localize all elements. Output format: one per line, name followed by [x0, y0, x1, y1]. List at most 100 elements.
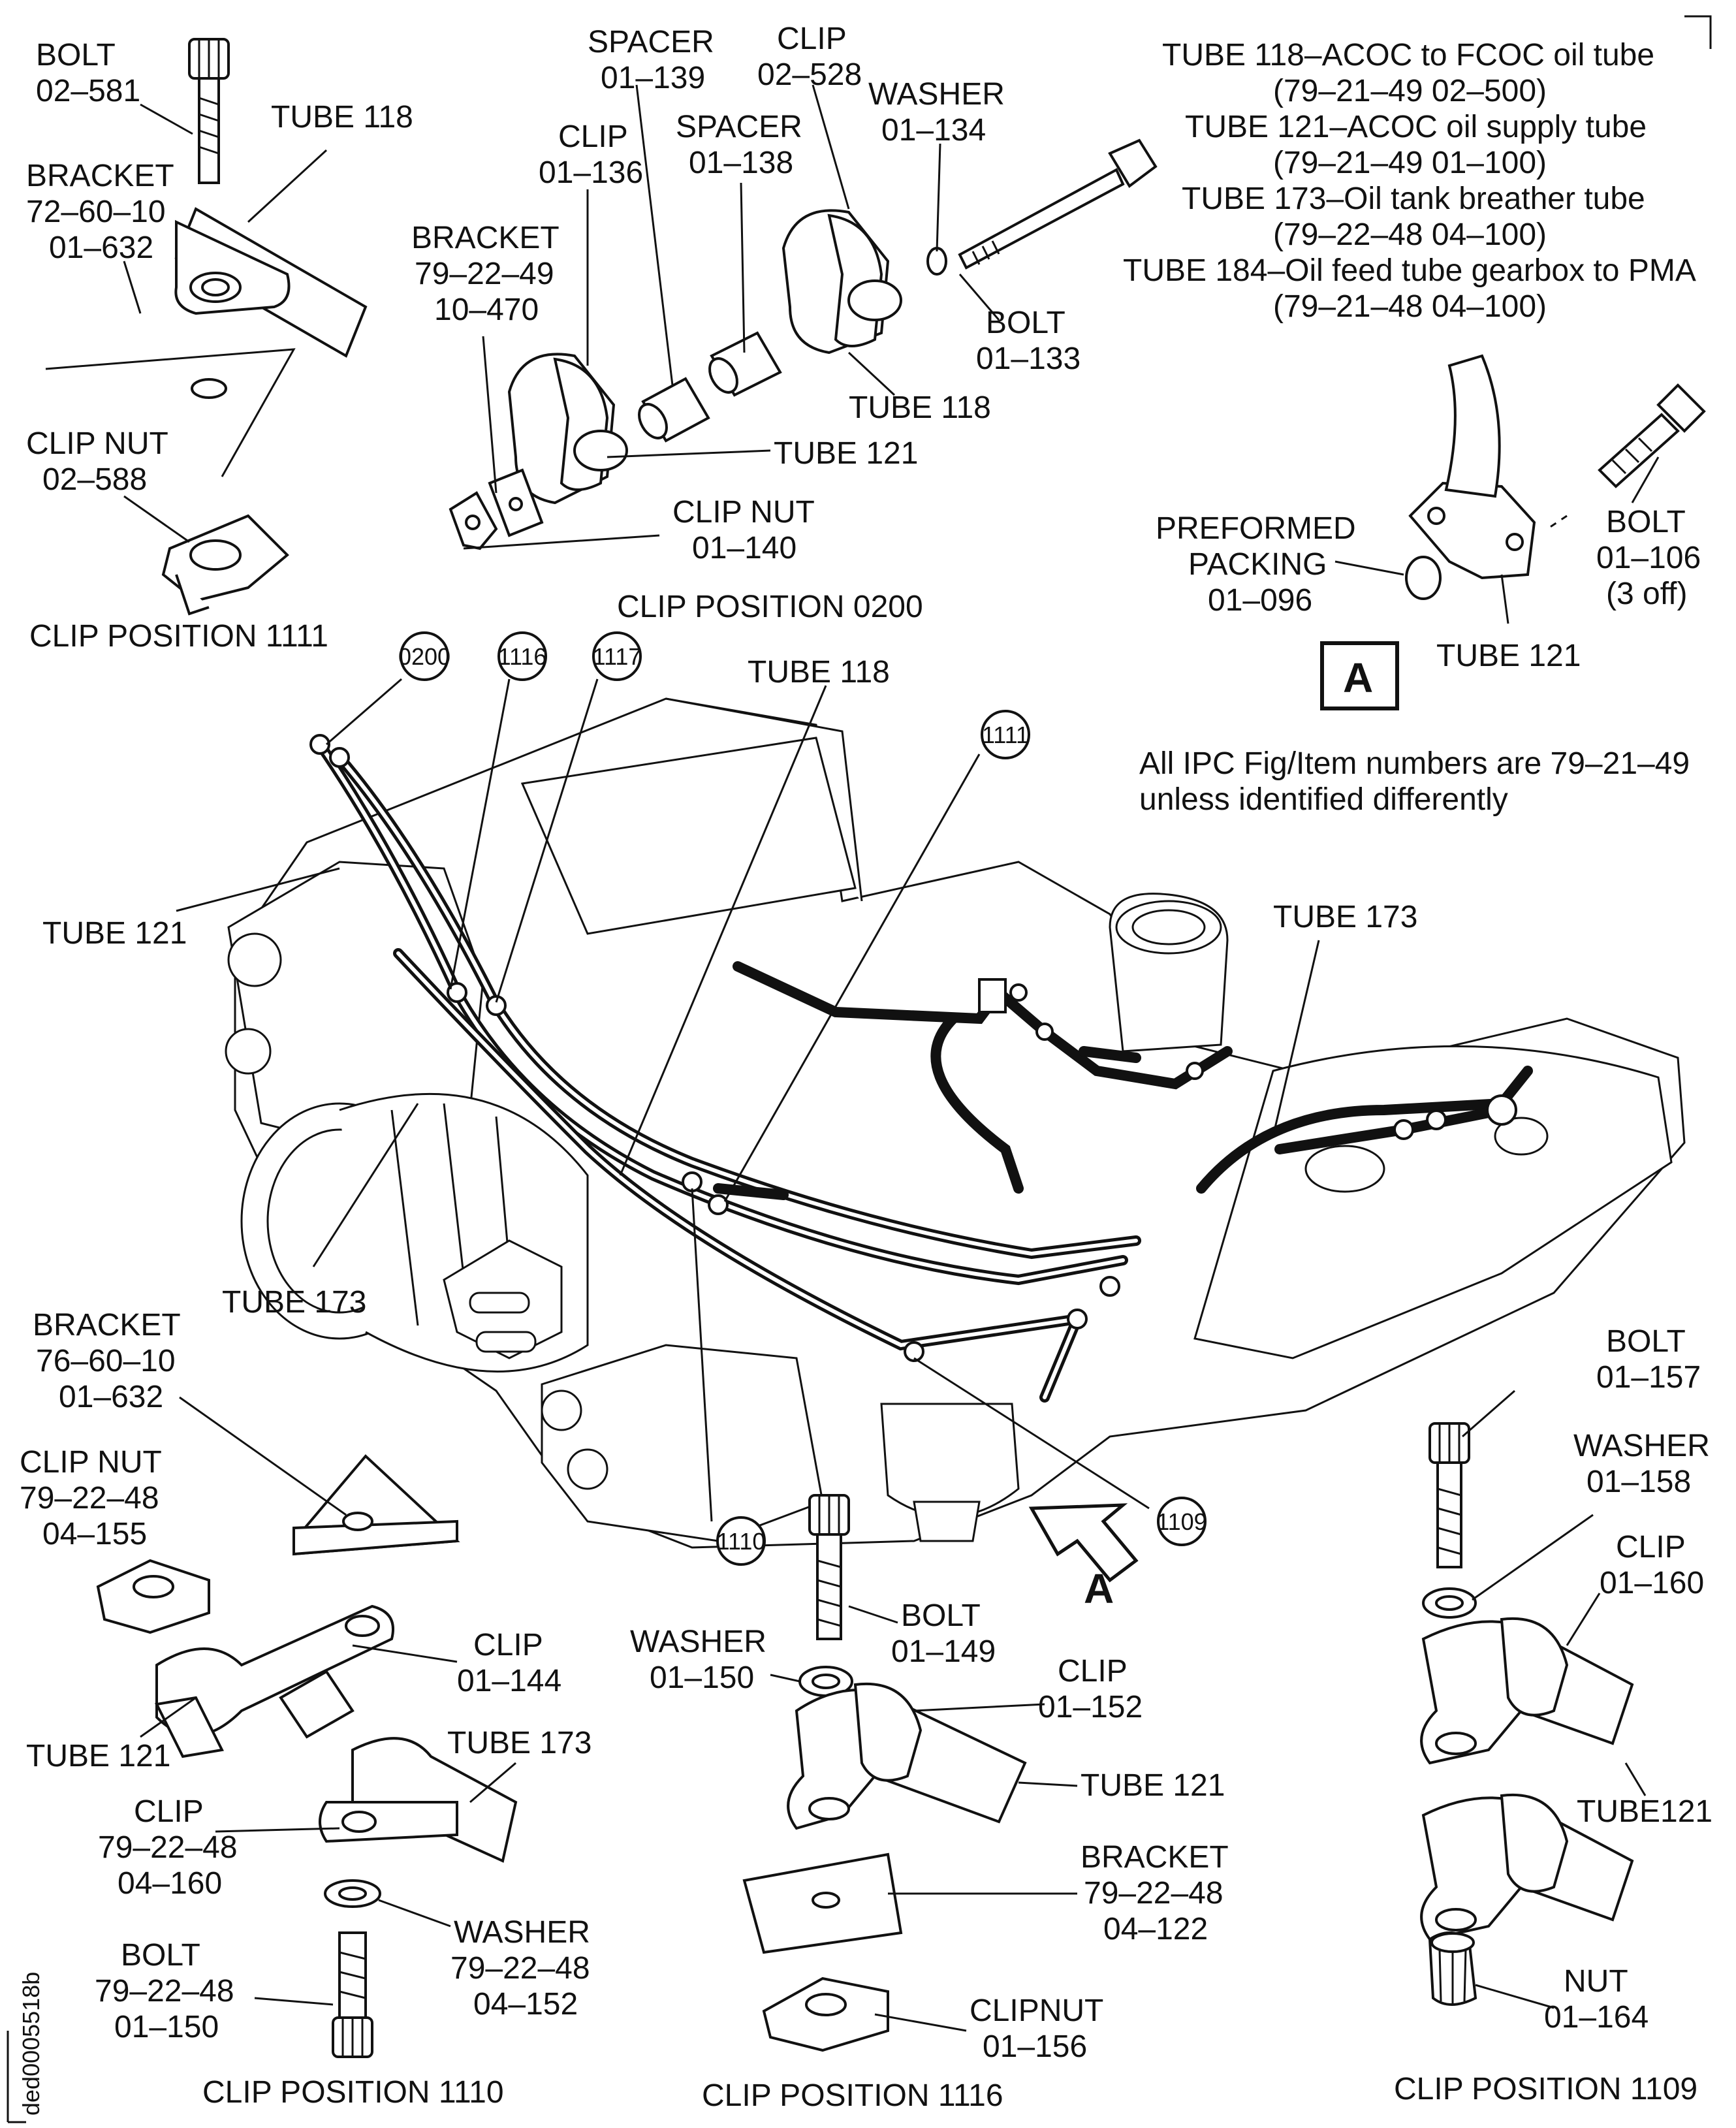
clip-144-label-2: 01–144 — [457, 1664, 561, 1698]
bolt-133-label-1: BOLT — [986, 306, 1065, 340]
tube-121-bc-label: TUBE 121 — [1081, 1768, 1225, 1803]
preformed-label-3: 01–096 — [1208, 583, 1312, 618]
callout-1109-text: 1109 — [1156, 1508, 1207, 1535]
clip-160-label-2: 79–22–48 — [98, 1830, 238, 1865]
view-a-box-label: A — [1343, 654, 1373, 701]
bolt-01-150-1110 — [332, 1931, 373, 2058]
clip-position-1111-group: BOLT 02–581 TUBE 118 BRACKET 72–60–10 01… — [26, 38, 413, 654]
tube-list-line-6: (79–22–48 04–100) — [1273, 217, 1547, 252]
clip-152-label-2: 01–152 — [1038, 1690, 1143, 1724]
tube-121-bl-label: TUBE 121 — [26, 1739, 170, 1773]
clip-01-152-assembly — [787, 1682, 1027, 1830]
view-a-arrow: A — [1028, 1503, 1139, 1612]
bolt-106-label-3: (3 off) — [1606, 577, 1688, 611]
washer-134-label-2: 01–134 — [881, 113, 986, 148]
tube-173-clip-1110 — [319, 1737, 518, 1863]
bracket-79-22-49-label-2: 79–22–49 — [415, 257, 554, 291]
clip-160-br-label-1: CLIP — [1616, 1530, 1686, 1564]
callout-0200-text: 0200 — [398, 643, 450, 670]
bolt-02-581 — [188, 38, 230, 184]
nut-164-label-1: NUT — [1564, 1964, 1628, 1999]
caption-clip-position-1111: CLIP POSITION 1111 — [29, 619, 328, 654]
bracket-72-60-10 — [45, 348, 296, 477]
washer-01-150 — [798, 1666, 853, 1697]
bolt-106-label-2: 01–106 — [1596, 541, 1701, 575]
bracket-122-label-1: BRACKET — [1081, 1840, 1229, 1875]
callout-1116-text: 1116 — [498, 643, 547, 670]
clip-144-label-1: CLIP — [473, 1628, 543, 1662]
view-a-group: A PREFORMED PACKING 01–096 BOLT 01–106 (… — [1139, 354, 1706, 817]
washer-01-158 — [1422, 1587, 1477, 1619]
clip-nut-140-label-1: CLIP NUT — [672, 495, 815, 530]
washer-01-134 — [926, 247, 947, 276]
tube-list-line-4: (79–21–49 01–100) — [1273, 146, 1547, 180]
clip-nut-02-588 — [161, 514, 289, 616]
spacer-139-label-1: SPACER — [588, 25, 714, 59]
clip-02-528 — [781, 209, 902, 355]
ipc-note-1: All IPC Fig/Item numbers are 79–21–49 — [1139, 746, 1690, 781]
clip-528-label-1: CLIP — [777, 22, 847, 56]
tube-118-main-label: TUBE 118 — [748, 655, 890, 690]
clip-01-136 — [507, 353, 628, 505]
view-a-arrow-label: A — [1084, 1565, 1114, 1612]
bracket-122-label-2: 79–22–48 — [1084, 1876, 1223, 1911]
caption-clip-position-0200: CLIP POSITION 0200 — [617, 590, 923, 624]
bracket-label-2: 72–60–10 — [26, 195, 166, 229]
bracket-76-label-3: 01–632 — [59, 1380, 163, 1414]
tube-121-clip-1110 — [155, 1604, 394, 1758]
clip-160-br-label-2: 01–160 — [1600, 1566, 1704, 1600]
clip-nut-155-label-2: 79–22–48 — [20, 1481, 159, 1516]
washer-158-label-2: 01–158 — [1586, 1465, 1691, 1499]
tube-121-clip-1109-lower — [1420, 1793, 1634, 1941]
tube-121-main-label: TUBE 121 — [42, 916, 187, 951]
bracket-79-22-49-label-3: 10–470 — [434, 293, 539, 327]
bracket-label-3: 01–632 — [49, 230, 153, 265]
clip-position-1110-group: BRACKET 76–60–10 01–632 CLIP NUT 79–22–4… — [20, 1308, 592, 2110]
caption-clip-position-1109: CLIP POSITION 1109 — [1394, 2072, 1697, 2106]
tube-list-line-1: TUBE 118–ACOC to FCOC oil tube — [1162, 38, 1654, 72]
callout-1117: 1117 — [592, 631, 642, 681]
view-a-box — [1320, 641, 1399, 710]
tube-list-line-5: TUBE 173–Oil tank breather tube — [1182, 182, 1645, 216]
caption-clip-position-1116: CLIP POSITION 1116 — [702, 2078, 1003, 2113]
nut-01-164 — [1428, 1931, 1477, 2006]
tube-list-line-3: TUBE 121–ACOC oil supply tube — [1185, 110, 1647, 144]
clipnut-156-label-1: CLIPNUT — [970, 1993, 1103, 2028]
tube-121-label-tc: TUBE 121 — [774, 436, 918, 471]
clip-nut-155-label-3: 04–155 — [42, 1517, 147, 1551]
tube-118-clip-1111 — [174, 207, 368, 358]
bracket-76-label-2: 76–60–10 — [36, 1344, 176, 1378]
preformed-label-2: PACKING — [1188, 547, 1327, 582]
bolt-01-149 — [808, 1494, 850, 1640]
washer-152-label-1: WASHER — [454, 1915, 590, 1950]
bracket-79-22-49-label-1: BRACKET — [411, 221, 560, 255]
tube-list-line-2: (79–21–49 02–500) — [1273, 74, 1547, 108]
bolt-149-label-2: 01–149 — [891, 1634, 996, 1669]
bracket-04-122 — [742, 1852, 903, 1954]
washer-150-label-2: 01–150 — [650, 1660, 754, 1695]
clip-152-label-1: CLIP — [1058, 1654, 1128, 1689]
tube-121-br-label: TUBE121 — [1577, 1794, 1712, 1829]
clip-nut-label-2: 02–588 — [42, 462, 147, 497]
spacer-138-label-1: SPACER — [676, 110, 802, 144]
spacer-138-label-2: 01–138 — [689, 146, 793, 180]
bolt-150-label-3: 01–150 — [114, 2010, 219, 2044]
tube-173-main-right-label: TUBE 173 — [1273, 900, 1417, 934]
clip-528-label-2: 02–528 — [757, 57, 862, 92]
bolt-106-label-1: BOLT — [1606, 505, 1686, 539]
bolt-01-133 — [958, 138, 1158, 270]
bracket-122-label-3: 04–122 — [1103, 1912, 1208, 1946]
spacer-139-label-2: 01–139 — [601, 61, 705, 95]
clip-160-label-3: 04–160 — [118, 1866, 222, 1901]
callout-1109: 1109 — [1156, 1497, 1207, 1546]
bolt-133-label-2: 01–133 — [976, 341, 1081, 376]
ipc-note-2: unless identified differently — [1139, 782, 1508, 817]
preformed-label-1: PREFORMED — [1156, 511, 1356, 546]
bolt-157-label-1: BOLT — [1606, 1324, 1686, 1359]
washer-152-label-2: 79–22–48 — [450, 1951, 590, 1986]
clip-position-1109-group: BOLT 01–157 WASHER 01–158 CLIP 01–160 TU… — [1394, 1324, 1712, 2106]
engine-main-view: 0200 1116 1117 1111 1110 1109 A TUBE 118… — [42, 631, 1686, 1612]
tube-121-label-view-a: TUBE 121 — [1436, 639, 1581, 673]
clip-nut-label-1: CLIP NUT — [26, 426, 168, 461]
